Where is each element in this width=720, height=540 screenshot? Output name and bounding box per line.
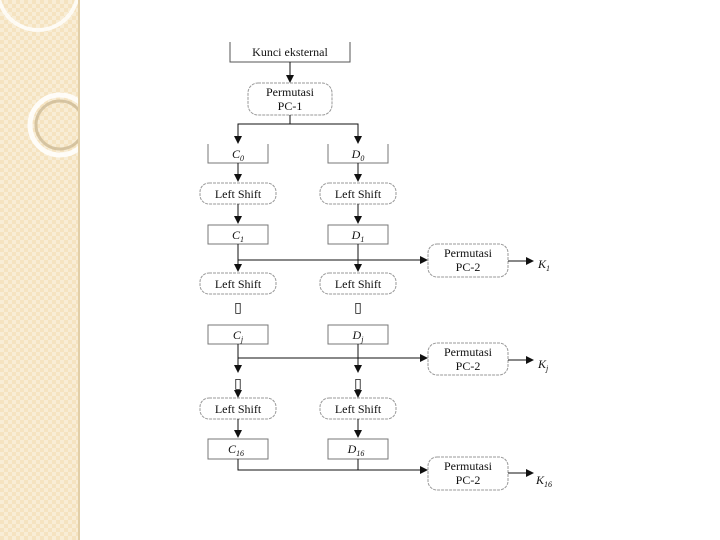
dj-label: Dj	[352, 328, 365, 344]
k1-label: K1	[537, 257, 550, 273]
k16-label: K16	[535, 473, 552, 489]
arrow-pc1-to-d0	[290, 123, 362, 144]
dj-box: Dj	[327, 324, 389, 345]
ellipsis-c-2: ▯	[234, 377, 242, 392]
sidebar-edge	[78, 0, 80, 540]
left-shift-c-1: Left Shift	[199, 182, 277, 205]
c1-label: C1	[232, 228, 244, 244]
pc2-box-k1: Permutasi PC-2	[427, 243, 509, 278]
sidebar-ring-middle	[27, 92, 78, 158]
left-shift-d-3: Left Shift	[319, 397, 397, 420]
pc1-box: Permutasi PC-1	[247, 82, 333, 116]
left-shift-label: Left Shift	[335, 187, 382, 201]
cj-box: Cj	[207, 324, 269, 345]
pc1-line2: PC-1	[278, 99, 303, 113]
ellipsis-d-2: ▯	[354, 377, 362, 392]
pc2-line1: Permutasi	[444, 459, 493, 473]
left-shift-d-2: Left Shift	[319, 272, 397, 295]
cj-label: Cj	[233, 328, 244, 344]
d0-label: D0	[351, 147, 365, 163]
d0-box: D0	[327, 144, 389, 164]
c1-box: C1	[207, 224, 269, 245]
ellipsis-d-1: ▯	[354, 301, 362, 316]
pc1-line1: Permutasi	[266, 85, 315, 99]
c0-label: C0	[232, 147, 244, 163]
kj-label: Kj	[537, 357, 549, 373]
pc2-line2: PC-2	[456, 473, 481, 487]
ellipsis-c-1: ▯	[234, 301, 242, 316]
pc2-line2: PC-2	[456, 260, 481, 274]
d1-label: D1	[351, 228, 365, 244]
external-key-label: Kunci eksternal	[252, 45, 328, 59]
sidebar-rings	[0, 0, 78, 158]
c0-box: C0	[207, 144, 269, 164]
arrow-pc1-to-c0	[234, 115, 291, 144]
pc2-box-kj: Permutasi PC-2	[427, 342, 509, 376]
left-shift-label: Left Shift	[215, 402, 262, 416]
left-shift-label: Left Shift	[215, 277, 262, 291]
c16-box: C16	[207, 438, 269, 460]
pc2-box-k16: Permutasi PC-2	[427, 456, 509, 491]
left-shift-c-3: Left Shift	[199, 397, 277, 420]
left-shift-d-1: Left Shift	[319, 182, 397, 205]
d16-label: D16	[347, 442, 365, 458]
left-shift-label: Left Shift	[215, 187, 262, 201]
d1-box: D1	[327, 224, 389, 245]
pc2-line2: PC-2	[456, 359, 481, 373]
left-shift-label: Left Shift	[335, 277, 382, 291]
decorative-sidebar	[0, 0, 78, 540]
pc2-line1: Permutasi	[444, 246, 493, 260]
c16-label: C16	[228, 442, 244, 458]
sidebar-ring-inner	[34, 99, 78, 151]
left-shift-c-2: Left Shift	[199, 272, 277, 295]
d16-box: D16	[327, 438, 389, 460]
external-key-box: Kunci eksternal	[229, 42, 351, 63]
left-shift-label: Left Shift	[335, 402, 382, 416]
arrow-c16-to-pc2	[237, 459, 428, 474]
sidebar-ring-top	[0, 0, 78, 32]
pc2-line1: Permutasi	[444, 345, 493, 359]
